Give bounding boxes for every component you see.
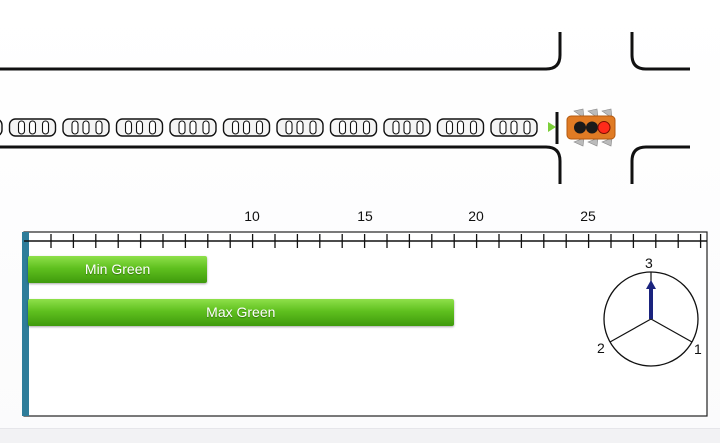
max-green-bar: Max Green bbox=[28, 299, 454, 326]
signal-green-lamp bbox=[574, 121, 586, 134]
tick-label-20: 20 bbox=[468, 208, 484, 224]
queued-car bbox=[276, 118, 324, 137]
queued-car bbox=[383, 118, 431, 137]
dial-spoke-1 bbox=[650, 318, 693, 343]
tick-label-10: 10 bbox=[244, 208, 260, 224]
queued-car bbox=[115, 118, 164, 137]
queued-car bbox=[62, 118, 110, 137]
dial-label-3: 3 bbox=[645, 255, 653, 271]
queued-car bbox=[222, 118, 271, 137]
road-edge-top-left bbox=[0, 32, 562, 71]
queued-car bbox=[436, 118, 485, 137]
queued-car bbox=[8, 118, 57, 137]
tick-label-25: 25 bbox=[580, 208, 596, 224]
timeline-ticks bbox=[50, 234, 702, 248]
dial-label-2: 2 bbox=[597, 340, 605, 356]
queued-car bbox=[490, 118, 538, 137]
car-queue bbox=[0, 118, 538, 137]
traffic-signal bbox=[566, 108, 616, 147]
dial-spoke-2 bbox=[609, 318, 652, 343]
timeline-start-bar bbox=[22, 232, 29, 416]
queued-car bbox=[169, 118, 217, 137]
min-green-bar: Min Green bbox=[28, 256, 208, 283]
signal-yellow-lamp bbox=[586, 121, 598, 134]
road-edge-bottom-left bbox=[0, 145, 562, 184]
queued-car bbox=[0, 119, 3, 136]
phase-dial bbox=[603, 271, 699, 367]
queued-car bbox=[329, 118, 378, 137]
road-edge-bottom-right bbox=[630, 145, 690, 184]
detector-arrow bbox=[548, 122, 556, 132]
tick-label-15: 15 bbox=[357, 208, 373, 224]
dial-label-1: 1 bbox=[694, 341, 702, 357]
road-edge-top-right bbox=[630, 32, 690, 71]
signal-red-lamp bbox=[597, 121, 611, 134]
dial-needle-head bbox=[646, 280, 656, 289]
bottom-strip bbox=[0, 428, 720, 443]
